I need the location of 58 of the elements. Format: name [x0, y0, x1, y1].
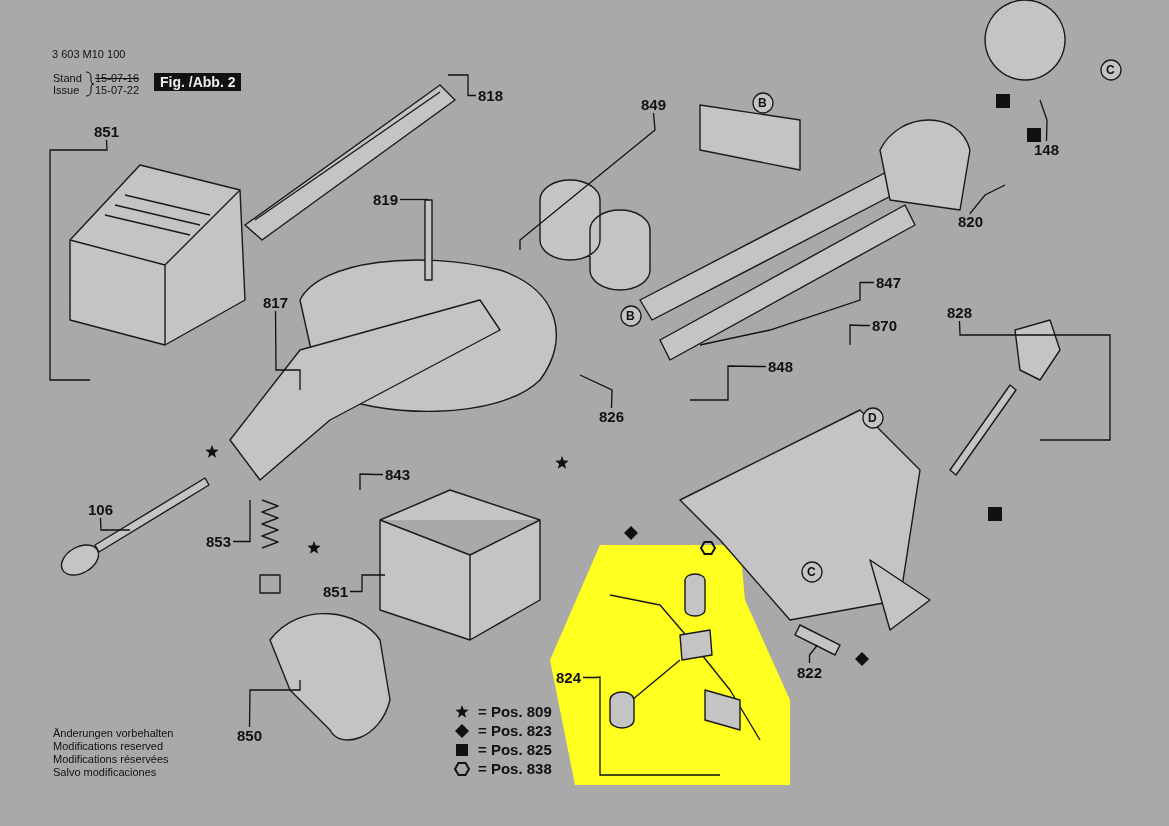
leader-line — [232, 499, 251, 543]
date-text: 15-07-16 — [95, 72, 140, 85]
legend-text: = Pos. 823 — [478, 722, 552, 739]
legend-text: = Pos. 838 — [478, 760, 552, 777]
callout-number: 851 — [94, 123, 120, 140]
reference-letter: C — [807, 565, 816, 579]
leader-line — [49, 139, 108, 381]
reference-letter: B — [758, 96, 767, 110]
part-number-text: 3 603 M10 100 — [52, 48, 126, 61]
leader-line — [808, 644, 819, 664]
field-label: Issue — [53, 84, 80, 97]
callout-number: 843 — [385, 466, 411, 483]
legend-text: = Pos. 825 — [478, 741, 552, 758]
note-text: Änderungen vorbehalten — [53, 727, 174, 740]
leader-line — [399, 198, 429, 201]
callout-number: 853 — [206, 533, 232, 550]
leader-line — [1039, 99, 1048, 142]
leader-line — [274, 310, 301, 391]
leader-line — [689, 365, 767, 401]
leader-line — [579, 374, 613, 409]
callout-number: 817 — [263, 294, 289, 311]
field-label: Stand — [53, 72, 82, 85]
callout-number: 822 — [797, 664, 823, 681]
figure-label: Fig. /Abb. 2 — [154, 73, 242, 91]
reference-letter: C — [1106, 63, 1115, 77]
leader-line — [969, 184, 1006, 215]
leader-line — [699, 281, 875, 346]
leader-line — [248, 679, 301, 728]
callout-number: 148 — [1034, 141, 1060, 158]
callout-number: 826 — [599, 408, 625, 425]
callout-number: 848 — [768, 358, 794, 375]
leader-line — [519, 112, 656, 251]
callout-number: 851 — [323, 583, 349, 600]
reference-letter: D — [868, 411, 877, 425]
leader-line — [849, 324, 871, 346]
callout-number: 847 — [876, 274, 902, 291]
note-text: Modifications reserved — [53, 740, 164, 753]
leader-line — [349, 574, 386, 593]
callout-number: 850 — [237, 727, 263, 744]
callout-number: 849 — [641, 96, 667, 113]
callout-number: 106 — [88, 501, 114, 518]
callout-number: 818 — [478, 87, 504, 104]
callout-number: 828 — [947, 304, 973, 321]
callout-number: 819 — [373, 191, 399, 208]
pin-drawing — [794, 624, 841, 656]
leader-line — [582, 676, 721, 776]
leader-line — [447, 74, 477, 97]
callout-number: 824 — [556, 669, 582, 686]
leader-line — [359, 473, 384, 491]
note-text: Modifications réservées — [53, 753, 169, 766]
leader-line — [99, 517, 131, 531]
note-text: Salvo modificaciones — [53, 766, 157, 779]
callout-number: 820 — [958, 213, 984, 230]
date-text: 15-07-22 — [95, 84, 140, 97]
leader-line — [958, 320, 1111, 441]
reference-letter: B — [626, 309, 635, 323]
legend-text: = Pos. 809 — [478, 703, 552, 720]
callout-number: 870 — [872, 317, 898, 334]
